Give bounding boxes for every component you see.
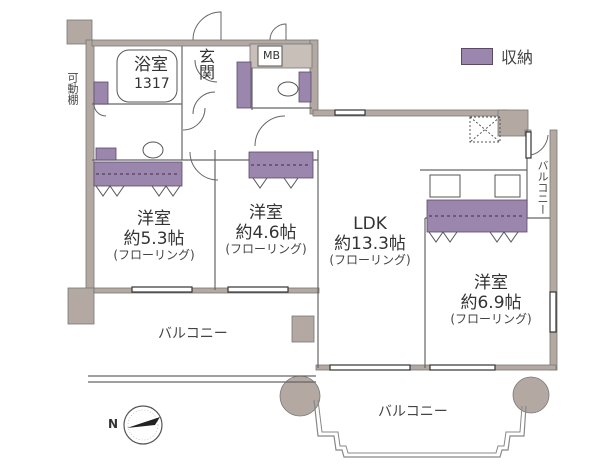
south-balcony-outline [313,399,527,458]
room-western-1: 洋室 約5.3帖 (フローリング) [113,209,195,263]
balcony-east-label: バルコニー [536,160,549,215]
bath-name: 浴室 [134,55,168,75]
room-ldk: LDK 約13.3帖 (フローリング) [329,214,411,268]
legend: 収納 [461,44,533,68]
fixtures [116,45,521,198]
room-western-2: 洋室 約4.6帖 (フローリング) [225,203,307,257]
windows [131,109,557,371]
movable-shelf-label: 可動棚 [66,72,79,105]
balcony-south-label: バルコニー [378,404,448,420]
doors [93,11,549,181]
compass-north-label: N [108,417,119,431]
room-western-3: 洋室 約6.9帖 (フローリング) [450,273,532,327]
balcony-west-label: バルコニー [158,326,228,342]
entrance-label: 玄関 [196,48,215,80]
compass-icon [123,405,163,445]
mb-label: MB [263,49,281,62]
bath-size: 1317 [134,76,170,92]
storage-legend-label: 収納 [501,48,534,67]
storage-legend-swatch [461,47,493,65]
